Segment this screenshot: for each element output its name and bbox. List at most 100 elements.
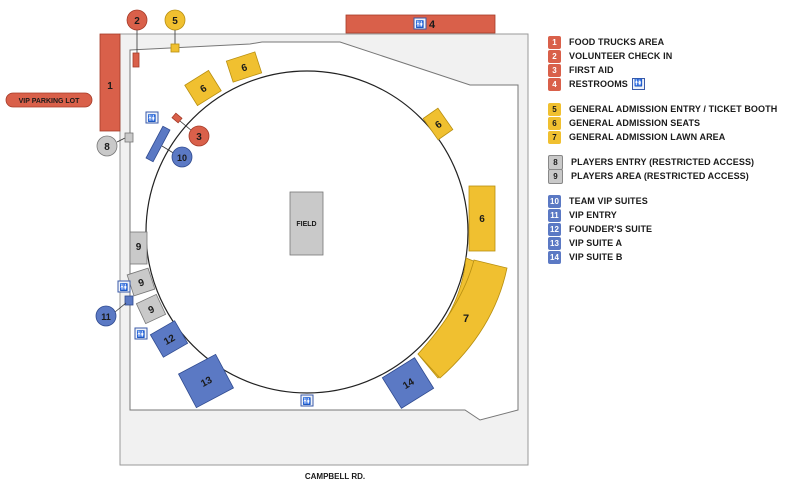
legend-item: 9 PLAYERS AREA (RESTRICTED ACCESS)	[548, 168, 798, 184]
legend-number: 4	[548, 77, 561, 91]
legend-label: VOLUNTEER CHECK IN	[569, 51, 673, 61]
vip-entry[interactable]	[124, 295, 134, 306]
restroom-icon: 🚻	[145, 111, 159, 124]
seats-6-a[interactable]: 6	[184, 69, 222, 107]
players-area-a[interactable]	[129, 231, 148, 265]
legend-number: 12	[548, 222, 561, 236]
seats-6-b[interactable]: 6	[225, 51, 263, 83]
legend-number: 11	[548, 208, 561, 222]
legend-group-yellow: 5 GENERAL ADMISSION ENTRY / TICKET BOOTH 6…	[548, 102, 798, 144]
street-name: CAMPBELL RD.	[304, 472, 366, 481]
food-trucks-area[interactable]	[99, 33, 121, 132]
legend-label: TEAM VIP SUITES	[569, 196, 648, 206]
players-area-a-number: 9	[136, 242, 142, 253]
legend-group-gray: 8 PLAYERS ENTRY (RESTRICTED ACCESS) 9 PLAYE…	[548, 154, 798, 184]
legend-label: VIP SUITE A	[569, 238, 623, 248]
legend-item: 13 VIP SUITE A	[548, 236, 798, 250]
field-area[interactable]	[289, 191, 324, 256]
marker-11[interactable]	[95, 305, 117, 327]
marker-5-number: 5	[172, 16, 178, 27]
legend-item: 5 GENERAL ADMISSION ENTRY / TICKET BOOTH	[548, 102, 798, 116]
seats-6-d-number: 6	[479, 214, 485, 225]
legend-label: FOUNDER'S SUITE	[569, 224, 653, 234]
marker-11-number: 11	[101, 312, 111, 322]
legend-label: FIRST AID	[569, 65, 614, 75]
seats-6-c-number: 6	[433, 119, 444, 131]
seats-6-a-number: 6	[199, 83, 210, 96]
marker-10-number: 10	[177, 153, 187, 163]
team-vip-suites[interactable]	[145, 125, 171, 163]
legend-label: PLAYERS ENTRY (RESTRICTED ACCESS)	[571, 157, 755, 167]
founders-suite-number: 12	[162, 333, 178, 348]
players-entry[interactable]	[124, 132, 134, 143]
legend-item: 4 RESTROOMS🚻	[548, 77, 798, 91]
marker-3-leader	[179, 120, 193, 132]
legend-number: 13	[548, 236, 561, 250]
marker-10[interactable]	[171, 146, 193, 168]
seats-6-b-number: 6	[240, 62, 249, 74]
legend-item: 8 PLAYERS ENTRY (RESTRICTED ACCESS)	[548, 154, 798, 170]
legend-number: 10	[548, 194, 561, 208]
legend-item: 1 FOOD TRUCKS AREA	[548, 35, 798, 49]
legend-label: PLAYERS AREA (RESTRICTED ACCESS)	[571, 171, 749, 181]
legend-label: RESTROOMS	[569, 79, 628, 89]
founders-suite[interactable]: 12	[149, 320, 189, 358]
first-aid-station[interactable]	[171, 112, 183, 124]
legend-label: GENERAL ADMISSION SEATS	[569, 118, 701, 128]
players-area-c[interactable]: 9	[135, 293, 167, 325]
food-trucks-area-number: 1	[107, 81, 113, 92]
legend-label: VIP SUITE B	[569, 252, 623, 262]
legend-number: 2	[548, 49, 561, 63]
marker-8[interactable]	[96, 135, 118, 157]
vip-suite-a-number: 13	[199, 375, 214, 390]
legend-label: FOOD TRUCKS AREA	[569, 37, 665, 47]
marker-2-number: 2	[134, 16, 140, 27]
svg-text:🚻: 🚻	[148, 114, 157, 123]
restroom-icon: 🚻	[117, 280, 131, 293]
legend-group-red: 1 FOOD TRUCKS AREA 2 VOLUNTEER CHECK IN 3 FIR…	[548, 35, 798, 91]
legend-item: 3 FIRST AID	[548, 63, 798, 77]
restrooms-area-number: 4	[429, 19, 436, 31]
volunteer-check-in[interactable]	[132, 52, 140, 68]
legend-number: 6	[548, 116, 561, 130]
restroom-icon: 🚻	[300, 394, 314, 407]
legend-number: 5	[548, 102, 561, 116]
seats-6-c[interactable]: 6	[422, 107, 454, 141]
players-area-c-number: 9	[147, 304, 157, 317]
svg-text:🚻: 🚻	[303, 397, 312, 406]
marker-3-number: 3	[196, 132, 202, 143]
legend-number: 8	[548, 154, 563, 170]
legend-number: 1	[548, 35, 561, 49]
vip-parking-lot[interactable]	[5, 92, 93, 108]
legend-label: GENERAL ADMISSION ENTRY / TICKET BOOTH	[569, 104, 778, 114]
marker-8-number: 8	[104, 142, 110, 153]
legend-item: 10 TEAM VIP SUITES	[548, 194, 798, 208]
restroom-icon	[413, 17, 427, 30]
vip-suite-a[interactable]: 13	[177, 353, 235, 409]
field-label: FIELD	[296, 221, 316, 228]
players-area-b[interactable]: 9	[126, 267, 156, 297]
restroom-icon-glyph: 🚻	[416, 20, 425, 29]
lawn-area-7-shape[interactable]	[417, 259, 508, 379]
legend-item: 6 GENERAL ADMISSION SEATS	[548, 116, 798, 130]
legend-label: GENERAL ADMISSION LAWN AREA	[569, 132, 726, 142]
lawn-area-7-number: 7	[463, 313, 469, 325]
ticket-booth[interactable]	[170, 43, 180, 53]
vip-parking-lot-label: VIP PARKING LOT	[19, 98, 81, 105]
legend-number: 14	[548, 250, 561, 264]
street-label: CAMPBELL RD.	[0, 472, 798, 481]
legend-number: 9	[548, 168, 563, 184]
svg-text:🚻: 🚻	[137, 330, 146, 339]
marker-8-leader	[116, 137, 126, 143]
legend-item: 12 FOUNDER'S SUITE	[548, 222, 798, 236]
marker-3[interactable]	[188, 125, 210, 147]
vip-suite-b[interactable]: 14	[381, 357, 435, 409]
players-area-b-number: 9	[137, 277, 146, 289]
restroom-icon: 🚻	[631, 78, 645, 90]
svg-text:🚻: 🚻	[120, 283, 129, 292]
legend-number: 3	[548, 63, 561, 77]
seats-6-d[interactable]	[468, 185, 496, 252]
